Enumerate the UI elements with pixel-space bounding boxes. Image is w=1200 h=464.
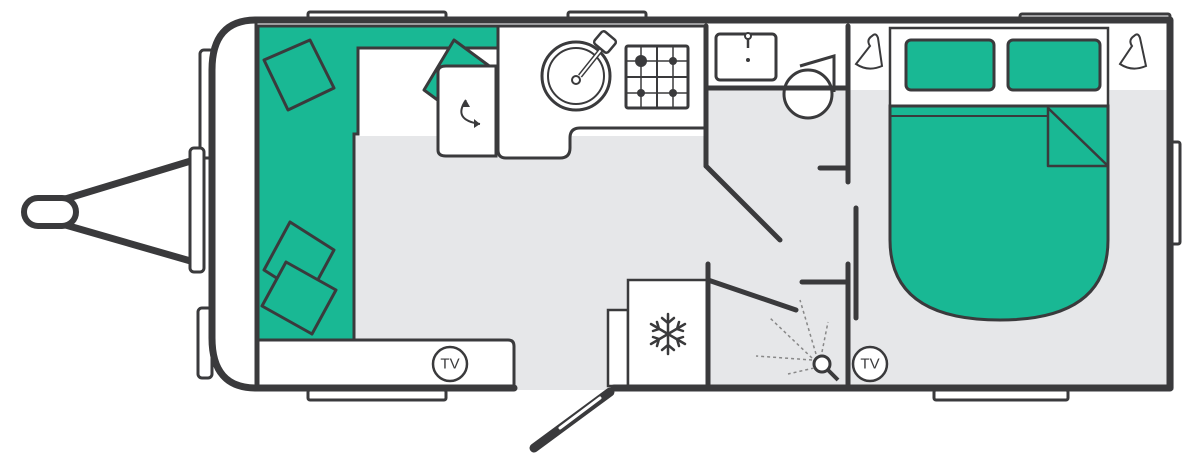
- pillow: [1006, 38, 1102, 92]
- tv-label-lounge: TV: [440, 356, 459, 373]
- hob-icon: [624, 44, 690, 110]
- toilet-icon: [782, 53, 836, 120]
- wardrobe-hanger-icon: [854, 33, 884, 70]
- basin-icon: [714, 32, 778, 82]
- shower-icon: [755, 299, 840, 382]
- bedroom-tv-unit: TV: [851, 345, 889, 383]
- sink-icon: [540, 30, 618, 112]
- outer-shell: [208, 16, 1174, 392]
- bed: [888, 26, 1110, 322]
- tow-hitch-icon: [21, 156, 196, 266]
- cushion: [260, 260, 338, 336]
- cushion: [262, 38, 336, 112]
- fridge: [606, 278, 710, 388]
- internal-walls: [703, 23, 859, 389]
- wardrobe-right: [1108, 26, 1170, 90]
- wardrobe-hanger-icon: [1118, 33, 1148, 70]
- fridge-snowflake-icon: [649, 312, 687, 356]
- lounge-tv-unit: TV: [256, 338, 516, 390]
- tv-label-bedroom: TV: [860, 356, 879, 373]
- window-front-2: [188, 146, 206, 274]
- kitchen-counter: [496, 24, 708, 160]
- washroom: [708, 26, 848, 120]
- lounge-seating: [256, 24, 500, 342]
- wardrobe-left: [848, 26, 890, 90]
- pillow: [904, 38, 996, 92]
- swivel-seat: [436, 64, 498, 158]
- entrance-door[interactable]: [529, 387, 615, 453]
